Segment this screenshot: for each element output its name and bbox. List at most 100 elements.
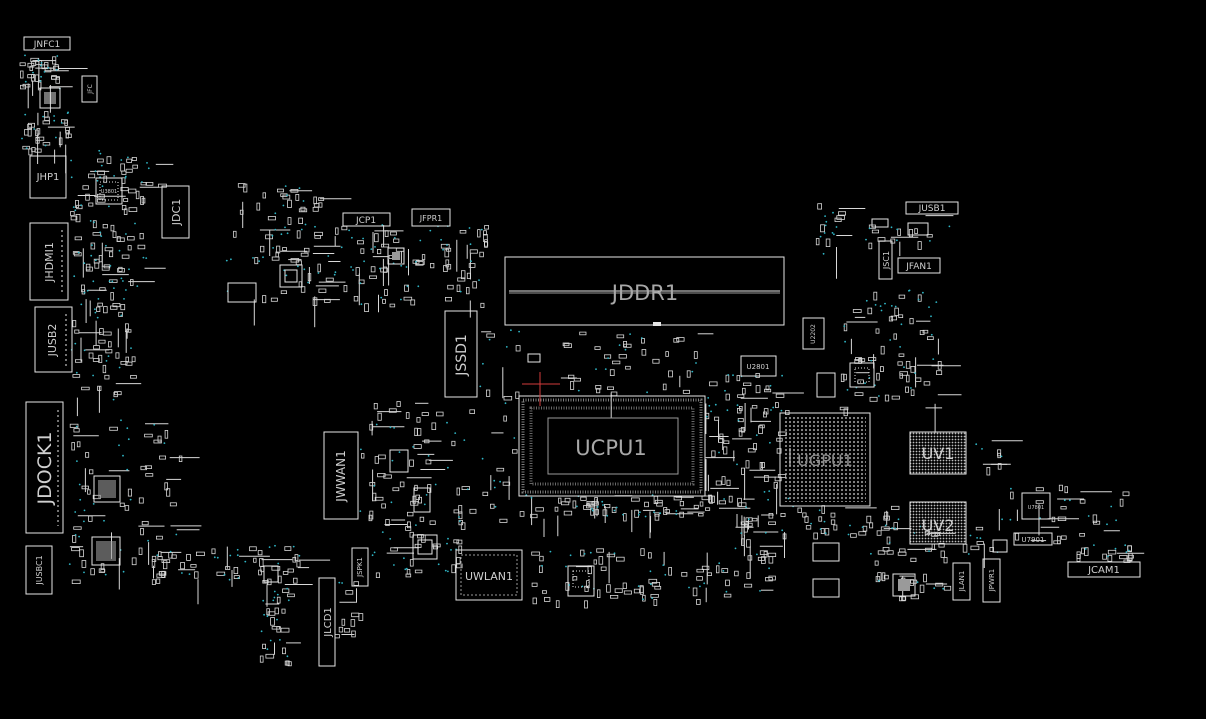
via: [80, 303, 83, 306]
smd-passive: [70, 215, 78, 221]
via: [734, 547, 737, 550]
via: [589, 551, 592, 554]
smd-passive: [1107, 555, 1113, 562]
via: [77, 251, 80, 254]
via: [488, 338, 491, 341]
smd-passive: [676, 337, 685, 342]
smd-passive: [42, 120, 50, 125]
via: [126, 468, 129, 471]
via: [400, 264, 403, 267]
jcam1-connector: JCAM1: [1067, 561, 1141, 578]
smd-passive: [73, 428, 80, 433]
via: [393, 564, 395, 566]
smd-passive: [590, 507, 595, 516]
via: [664, 573, 667, 576]
smd-passive: [721, 476, 726, 485]
smd-passive: [868, 242, 873, 250]
smd-passive: [151, 555, 157, 562]
smd-passive: [403, 296, 413, 301]
via: [74, 534, 77, 536]
smd-passive: [531, 582, 538, 587]
smd-passive: [410, 299, 416, 306]
via: [772, 406, 775, 409]
via: [510, 329, 512, 332]
smd-passive: [284, 546, 292, 551]
smd-passive: [817, 203, 823, 210]
via: [480, 228, 483, 231]
via: [123, 298, 125, 300]
smd-passive: [94, 262, 100, 269]
smd-passive: [132, 164, 139, 169]
jfc-connector: JFC: [81, 75, 98, 103]
via: [442, 248, 444, 251]
smd-passive: [162, 560, 168, 570]
smd-passive: [802, 512, 807, 518]
smd-passive: [584, 600, 588, 609]
smd-passive: [98, 568, 105, 573]
smd-passive: [890, 315, 898, 321]
via: [55, 136, 57, 139]
via: [640, 337, 643, 339]
via: [118, 366, 121, 369]
via: [896, 228, 899, 231]
via: [870, 552, 872, 555]
via: [68, 563, 71, 565]
smd-passive: [515, 391, 520, 399]
smd-passive: [554, 506, 559, 512]
smd-passive: [873, 291, 878, 301]
via: [127, 438, 130, 441]
jspk1-label: JSPK1: [356, 557, 364, 578]
via: [101, 185, 104, 188]
smd-passive: [440, 243, 450, 249]
via: [350, 266, 352, 268]
via: [969, 534, 972, 537]
smd-passive: [345, 590, 354, 595]
smd-passive: [716, 565, 720, 574]
via: [42, 115, 44, 118]
smd-passive: [1093, 520, 1101, 525]
smd-passive: [1079, 533, 1085, 537]
smd-passive: [120, 163, 125, 172]
smd-passive: [276, 188, 284, 193]
smd-passive: [723, 593, 732, 598]
smd-passive: [943, 585, 952, 591]
ic-gpu-right: [849, 362, 875, 388]
via: [769, 441, 771, 444]
smd-passive: [852, 309, 862, 313]
via: [373, 551, 376, 554]
via: [740, 532, 743, 534]
smd-passive: [813, 532, 818, 540]
smd-passive: [898, 294, 906, 299]
smd-passive: [593, 559, 597, 565]
smd-passive: [128, 207, 138, 212]
smd-passive: [1053, 540, 1061, 545]
smd-passive: [539, 555, 544, 562]
smd-passive: [898, 314, 904, 318]
jspk1-connector: JSPK1: [351, 547, 369, 587]
via: [74, 209, 77, 212]
smd-passive: [381, 503, 386, 509]
via: [91, 244, 93, 247]
via: [25, 147, 28, 150]
smd-passive: [138, 497, 144, 504]
u3801-ic: U3801: [95, 177, 123, 205]
smd-passive: [368, 514, 373, 522]
smd-passive: [764, 474, 769, 482]
via: [271, 234, 274, 237]
smd-passive: [303, 247, 310, 253]
smd-passive: [707, 572, 712, 576]
via: [83, 291, 86, 294]
smd-passive: [292, 557, 297, 563]
smd-passive: [55, 77, 60, 84]
via: [770, 409, 772, 411]
smd-passive: [653, 599, 658, 606]
smd-passive: [92, 232, 102, 236]
jfpr1-label: JFPR1: [419, 214, 442, 223]
jlan1-label: JLAN1: [958, 571, 966, 593]
via: [286, 655, 289, 658]
via: [903, 366, 905, 369]
smd-passive: [866, 515, 872, 524]
via: [505, 346, 508, 348]
smd-passive: [606, 584, 611, 593]
via: [75, 425, 78, 428]
